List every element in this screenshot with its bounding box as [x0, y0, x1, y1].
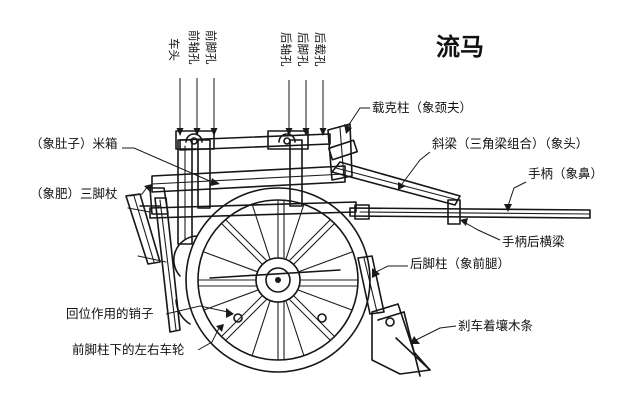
san-jiao-zhang-leader: [129, 184, 152, 197]
top-leader-lines: [176, 78, 327, 136]
zai-ke-zhu-label: 载克柱（象颈夫）: [372, 100, 472, 115]
mi-xiang-label: （象肚子）米箱: [30, 136, 118, 151]
qian-jiao-zhu-lun-label: 前脚柱下的左右车轮: [72, 342, 185, 357]
hou-zai-kong-label: 后载孔: [313, 32, 327, 67]
hui-wei-xiao-leader: [165, 305, 234, 318]
shou-bing-hou-heng-liang-label: 手柄后横梁: [502, 234, 565, 249]
sha-che-ban-leader: [410, 325, 457, 344]
hou-jiao-kong-label: 后脚孔: [296, 32, 310, 67]
cart-body: [125, 123, 591, 377]
hou-jiao-zhu-label: 后脚柱（象前腿）: [410, 256, 510, 271]
san-jiao-zhang-label: （象肥）三脚杖: [30, 186, 118, 201]
shou-bing-leader: [504, 181, 527, 212]
shou-bing-hou-heng-liang-leader: [460, 218, 501, 241]
zai-ke-zhu-leader: [344, 107, 370, 134]
shou-bing-label: 手柄（象鼻）: [528, 166, 603, 181]
top-label-hou-zai-kong: 后载孔: [313, 32, 327, 67]
hou-jiao-zhu-leader: [372, 265, 408, 278]
top-label-qian-zhou-kong: 前轴孔: [187, 30, 201, 65]
hou-zhou-kong-label: 后轴孔: [279, 32, 293, 67]
qian-zhou-kong-label: 前轴孔: [187, 30, 201, 65]
top-label-hou-zhou-kong: 后轴孔: [279, 32, 293, 67]
top-label-hou-jiao-kong: 后脚孔: [296, 32, 310, 67]
wheel: [173, 187, 371, 373]
che-tou-label: 车头: [167, 38, 181, 61]
top-label-che-tou: 车头: [167, 38, 181, 61]
sha-che-ban-label: 刹车着壤木条: [458, 318, 534, 333]
mi-xiang-leader: [122, 147, 220, 186]
top-label-qian-jiao-kong: 前脚孔: [204, 30, 218, 65]
qian-jiao-zhu-lun-leader: [197, 324, 224, 351]
hui-wei-xiao-label: 回位作用的销子: [66, 306, 154, 321]
diagram-title: 流马: [436, 33, 484, 61]
qian-jiao-kong-label: 前脚孔: [204, 30, 218, 65]
xie-liang-leader: [398, 151, 431, 190]
xie-liang-label: 斜梁（三角梁组合）（象头）: [432, 136, 588, 151]
